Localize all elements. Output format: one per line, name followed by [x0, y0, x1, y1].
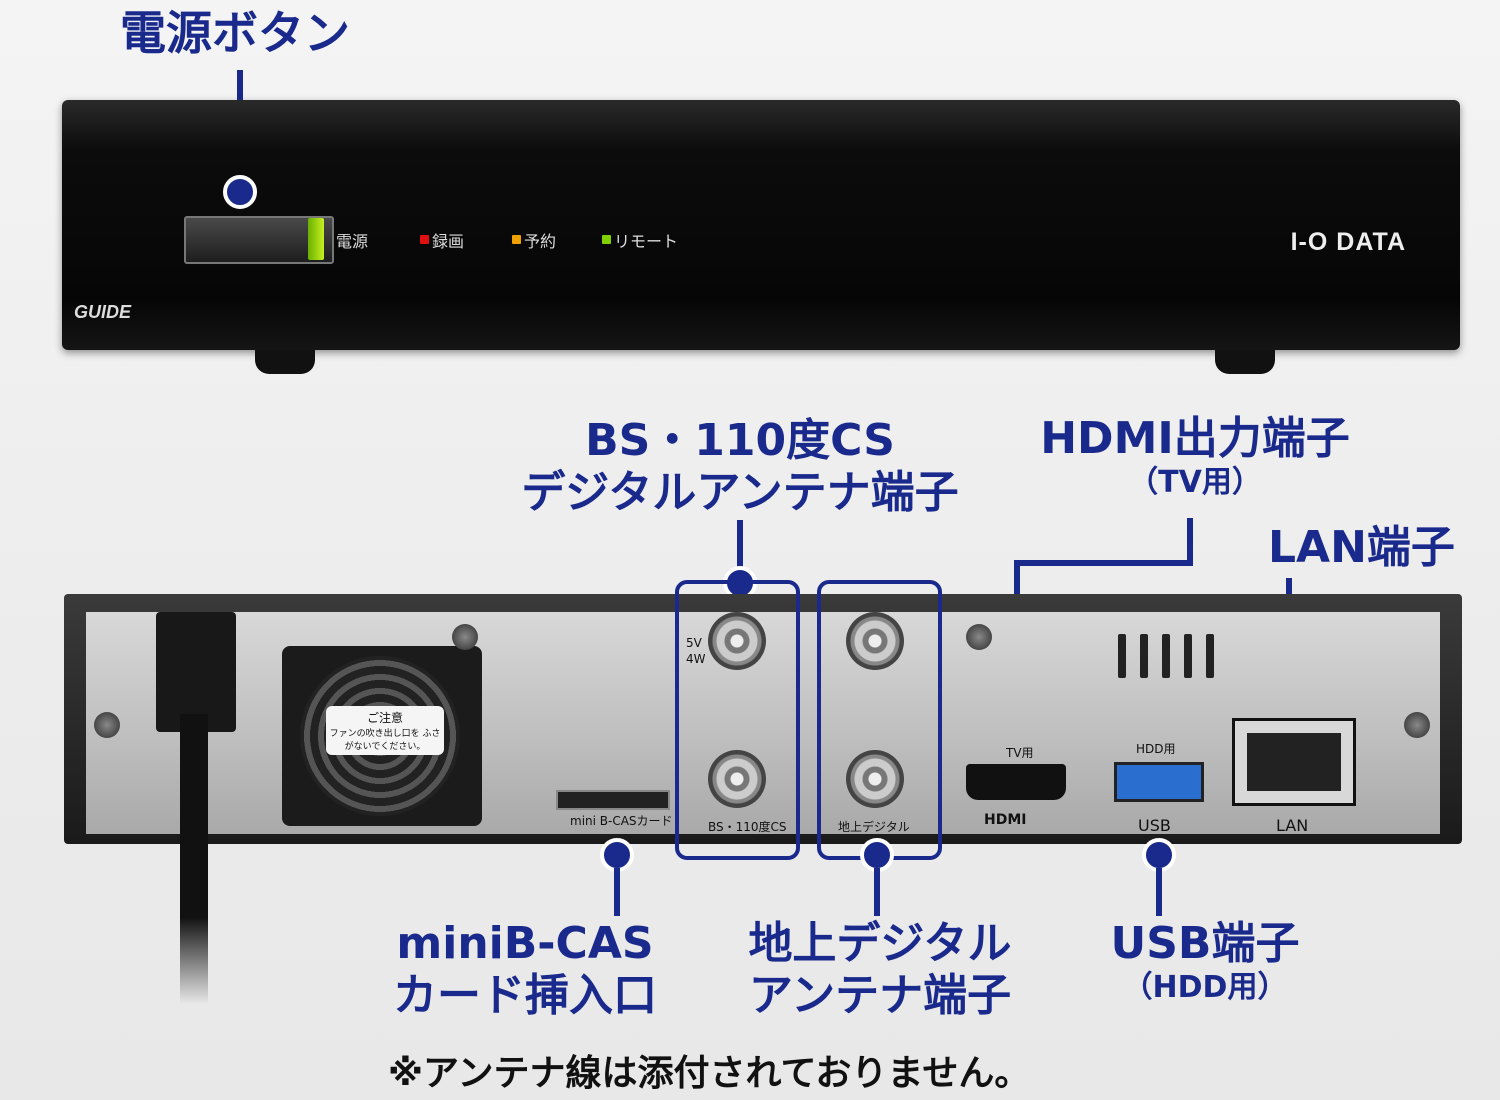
callout-lan: LAN端子	[1268, 522, 1455, 573]
front-panel: 電源 録画 予約 リモート I-O DATA GUIDE	[62, 100, 1460, 350]
callout-line-terrestrial	[874, 868, 880, 916]
callout-dot-minibcas	[600, 838, 634, 872]
caution-text: ファンの吹き出し口を ふさがないでください。	[329, 729, 441, 752]
hdd-label: HDD用	[1136, 742, 1176, 756]
vent-slot	[1162, 634, 1170, 678]
remote-label: リモート	[614, 232, 679, 251]
callout-hdmi-line1: HDMI出力端子	[1040, 413, 1350, 464]
caution-label: ご注意 ファンの吹き出し口を ふさがないでください。	[326, 706, 444, 755]
front-foot-left	[255, 350, 315, 374]
hdmi-port[interactable]	[966, 764, 1066, 800]
lan-port[interactable]	[1232, 718, 1356, 806]
callout-bs-cs-line2: デジタルアンテナ端子	[521, 466, 959, 518]
callout-minibcas-line1: miniB-CAS	[396, 918, 654, 969]
callout-dot-terrestrial	[860, 838, 894, 872]
callout-minibcas-line2: カード挿入口	[393, 969, 657, 1021]
recording-label: 録画	[432, 232, 465, 251]
gguide-logo: GUIDE	[74, 302, 132, 322]
highlight-box-terrestrial	[817, 580, 942, 860]
callout-usb-line2: （HDD用）	[1122, 969, 1288, 1005]
vent-slot	[1140, 634, 1148, 678]
usb-port[interactable]	[1114, 762, 1204, 802]
reservation-led-icon	[512, 235, 521, 244]
callout-dot-power	[223, 175, 257, 209]
power-label: 電源	[336, 232, 369, 251]
bs-power-w-label: 4W	[686, 652, 706, 666]
terrestrial-output-port[interactable]	[846, 750, 904, 808]
tv-label: TV用	[1006, 746, 1034, 760]
minibcas-slot[interactable]	[556, 790, 670, 810]
recording-led-icon	[420, 235, 429, 244]
vent-slot	[1184, 634, 1192, 678]
callout-line-hdmi-h	[1014, 560, 1193, 566]
front-foot-right	[1215, 350, 1275, 374]
rear-panel: ご注意 ファンの吹き出し口を ふさがないでください。 mini B-CASカード…	[64, 594, 1462, 844]
callout-minibcas: miniB-CAS カード挿入口	[375, 918, 675, 1022]
power-led-icon	[308, 218, 324, 260]
callout-usb-line1: USB端子	[1110, 918, 1300, 969]
bs-cs-antenna-port[interactable]	[708, 612, 766, 670]
callout-terrestrial-line2: アンテナ端子	[748, 969, 1012, 1021]
usb-label: USB	[1138, 816, 1171, 835]
callout-hdmi: HDMI出力端子 （TV用）	[1025, 413, 1365, 500]
callout-dot-usb	[1142, 838, 1176, 872]
footnote: ※アンテナ線は添付されておりません。	[388, 1053, 1031, 1094]
callout-power-button: 電源ボタン	[120, 6, 350, 60]
screw-icon	[452, 624, 478, 650]
vent-slot	[1118, 634, 1126, 678]
caution-title: ご注意	[366, 711, 403, 725]
callout-line-bs-cs	[737, 520, 743, 580]
bs-cs-output-port[interactable]	[708, 750, 766, 808]
brand-logo: I-O DATA	[1290, 228, 1406, 256]
screw-icon	[94, 712, 120, 738]
callout-line-usb	[1156, 868, 1162, 916]
callout-terrestrial-line1: 地上デジタル	[748, 918, 1012, 969]
rear-plate: ご注意 ファンの吹き出し口を ふさがないでください。 mini B-CASカード…	[86, 612, 1440, 835]
callout-line-minibcas	[614, 868, 620, 916]
remote-led-icon	[602, 235, 611, 244]
reservation-label: 予約	[524, 232, 557, 251]
callout-bs-cs-antenna: BS・110度CS デジタルアンテナ端子	[500, 415, 980, 519]
highlight-box-bs-cs	[675, 580, 800, 860]
hdmi-label: HDMI	[984, 812, 1027, 828]
lan-label: LAN	[1276, 816, 1309, 835]
power-cord	[180, 714, 208, 1004]
minibcas-label: mini B-CASカード	[570, 814, 673, 828]
callout-usb: USB端子 （HDD用）	[1085, 918, 1325, 1005]
screw-icon	[966, 624, 992, 650]
callout-terrestrial: 地上デジタル アンテナ端子	[730, 918, 1030, 1022]
bs-power-v-label: 5V	[686, 636, 702, 650]
terrestrial-antenna-port[interactable]	[846, 612, 904, 670]
callout-line-hdmi-v1	[1187, 518, 1193, 566]
power-cord-plug	[156, 612, 236, 732]
screw-icon	[1404, 712, 1430, 738]
callout-hdmi-line2: （TV用）	[1128, 464, 1262, 500]
callout-bs-cs-line1: BS・110度CS	[585, 415, 895, 466]
fan-icon: ご注意 ファンの吹き出し口を ふさがないでください。	[282, 646, 482, 826]
terrestrial-label: 地上デジタル	[838, 820, 910, 834]
bs-cs-label: BS・110度CS	[708, 820, 787, 834]
vent-slot	[1206, 634, 1214, 678]
